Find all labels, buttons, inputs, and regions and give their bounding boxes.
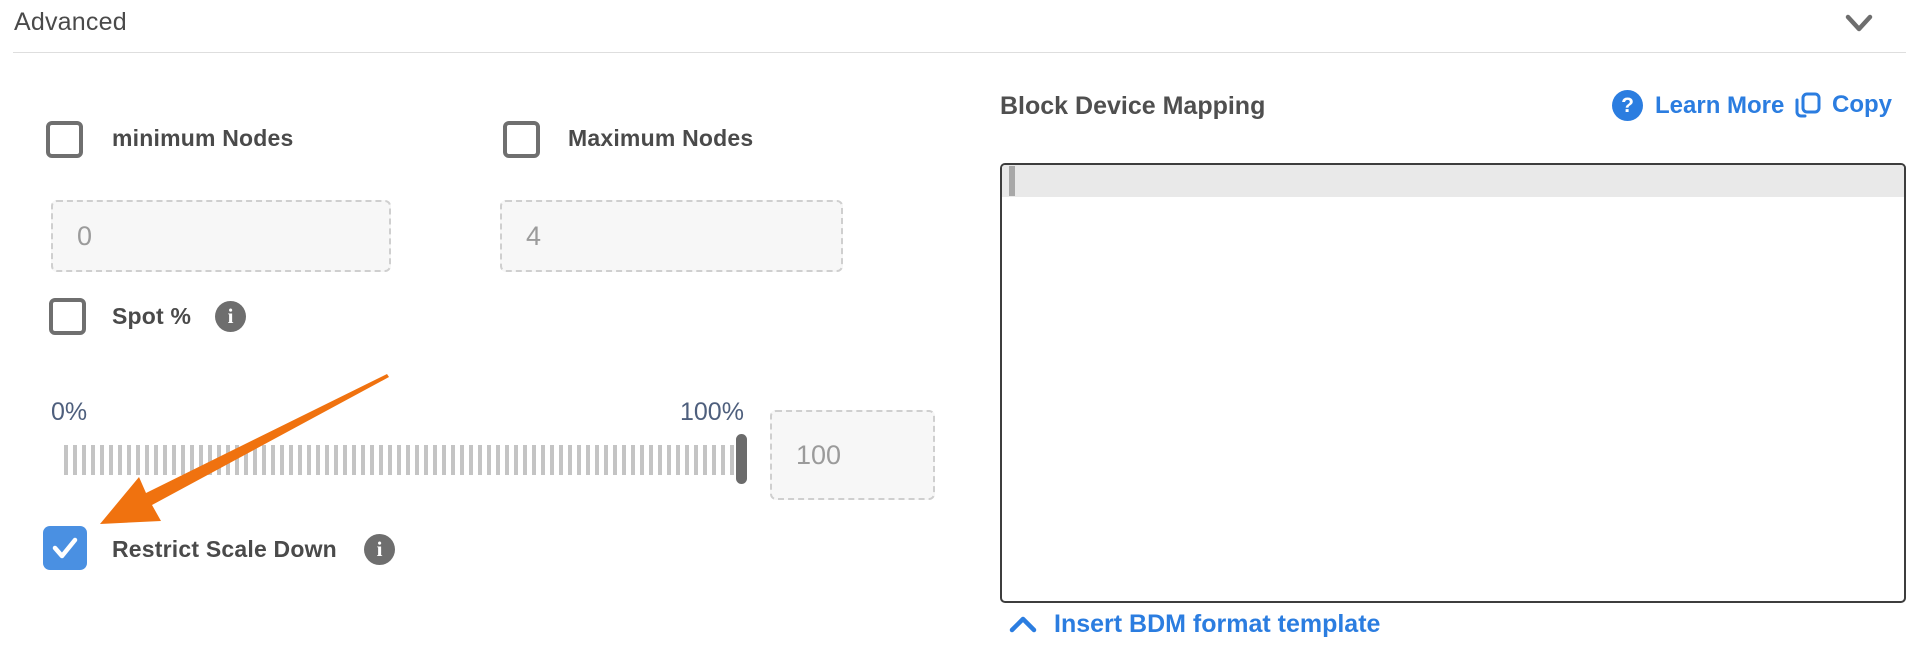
info-glyph: i — [376, 537, 383, 561]
learn-more-label: Learn More — [1655, 91, 1785, 119]
maximum-nodes-label: Maximum Nodes — [568, 125, 754, 151]
checkmark-icon — [52, 537, 78, 559]
info-glyph: i — [227, 304, 234, 328]
chevron-up-icon — [1009, 616, 1037, 632]
minimum-nodes-label: minimum Nodes — [112, 125, 294, 151]
spot-percent-value-input[interactable] — [770, 410, 935, 500]
spot-percent-slider-thumb[interactable] — [736, 434, 747, 484]
header-divider — [13, 52, 1906, 53]
restrict-scale-down-label: Restrict Scale Down — [112, 536, 337, 562]
maximum-nodes-input[interactable] — [500, 200, 843, 272]
slider-max-label: 100% — [680, 398, 744, 426]
page-title: Advanced — [14, 8, 127, 36]
editor-cursor — [1009, 166, 1015, 196]
minimum-nodes-checkbox[interactable] — [46, 121, 83, 158]
copy-icon — [1795, 92, 1821, 118]
restrict-scale-down-checkbox[interactable] — [43, 526, 87, 570]
spot-percent-label: Spot % — [112, 303, 192, 329]
minimum-nodes-input[interactable] — [51, 200, 391, 272]
learn-more-link[interactable]: ? Learn More — [1612, 90, 1784, 121]
insert-bdm-template-label: Insert BDM format template — [1054, 610, 1381, 638]
copy-label: Copy — [1832, 91, 1892, 118]
editor-active-line — [1002, 165, 1904, 197]
bdm-title: Block Device Mapping — [1000, 92, 1266, 120]
insert-bdm-template-link[interactable]: Insert BDM format template — [1008, 610, 1380, 639]
restrict-info-icon[interactable]: i — [364, 534, 395, 565]
slider-min-label: 0% — [51, 398, 88, 426]
spot-percent-slider-track[interactable] — [64, 445, 736, 475]
question-mark-icon: ? — [1612, 90, 1643, 121]
chevron-down-icon[interactable] — [1842, 6, 1876, 40]
copy-button[interactable]: Copy — [1794, 90, 1892, 120]
spot-percent-checkbox[interactable] — [49, 298, 86, 335]
maximum-nodes-checkbox[interactable] — [503, 121, 540, 158]
spot-info-icon[interactable]: i — [215, 301, 246, 332]
bdm-editor[interactable] — [1000, 163, 1906, 603]
